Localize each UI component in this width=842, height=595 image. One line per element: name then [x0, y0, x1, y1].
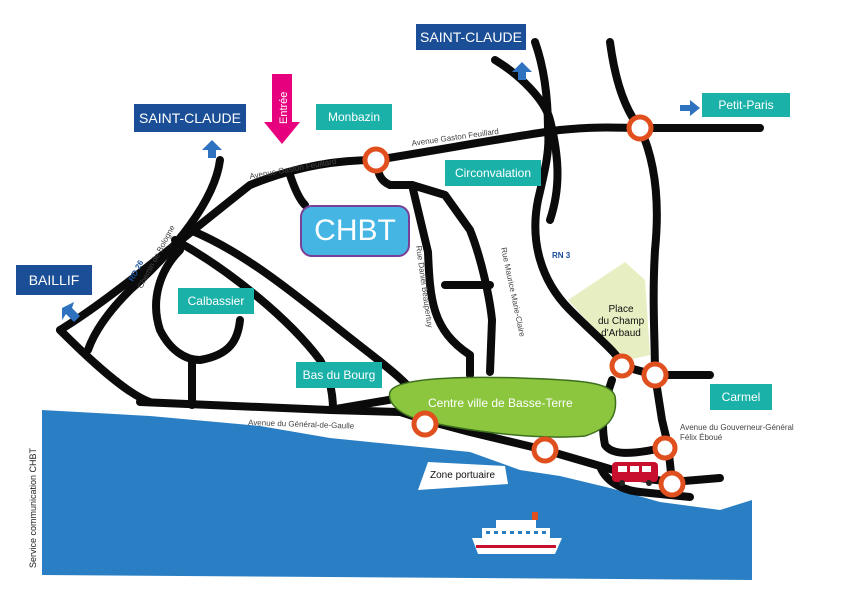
- street-general-de-gaulle: Avenue du Général-de-Gaulle: [248, 418, 355, 431]
- roundabout-carmel: [641, 361, 669, 389]
- place-champ-arbaud-label: Place du Champ d'Arbaud: [598, 304, 644, 340]
- place-line-3: d'Arbaud: [601, 328, 641, 339]
- label-carmel: Carmel: [710, 384, 772, 410]
- street-felix-eboue-1: Avenue du Gouverneur-Général: [680, 423, 794, 432]
- center-ville-label: Centre ville de Basse-Terre: [428, 396, 573, 410]
- roundabout-petit-paris: [626, 114, 654, 142]
- entry-arrow-icon: [264, 74, 300, 144]
- label-circonvalation: Circonvalation: [445, 160, 541, 186]
- bus-icon: [612, 462, 658, 486]
- sign-saint-claude-top: SAINT-CLAUDE: [416, 24, 526, 50]
- port-zone-label: Zone portuaire: [430, 470, 496, 481]
- credit-label: Service communication CHBT: [28, 447, 38, 568]
- place-champ-arbaud-area: [568, 262, 650, 362]
- sign-saint-claude-left: SAINT-CLAUDE: [134, 104, 246, 132]
- roundabout-centre-east: [531, 436, 559, 464]
- roundabout-place: [609, 353, 635, 379]
- ferry-icon: [472, 512, 562, 554]
- roundabout-port: [658, 470, 686, 498]
- street-rue-maurice: Rue Maurice Marie-Claire: [499, 247, 527, 339]
- street-rn3: RN 3: [552, 251, 571, 260]
- label-calbassier: Calbassier: [178, 288, 254, 314]
- port-zone: [418, 462, 508, 490]
- roundabout-eboue: [652, 435, 678, 461]
- sign-baillif: BAILLIF: [16, 265, 92, 295]
- sea: [42, 410, 752, 580]
- roundabouts: [362, 114, 686, 498]
- roundabout-centre-west: [411, 410, 439, 438]
- direction-arrow-icon: [62, 62, 700, 322]
- label-bas-du-bourg: Bas du Bourg: [296, 362, 382, 388]
- place-line-2: du Champ: [598, 316, 645, 327]
- entry-label: Entrée: [278, 91, 290, 124]
- place-line-1: Place: [608, 304, 634, 315]
- label-monbazin: Monbazin: [316, 104, 392, 130]
- street-felix-eboue-2: Félix Éboué: [680, 433, 723, 442]
- roundabout-monbazin: [362, 146, 390, 174]
- sign-petit-paris: Petit-Paris: [702, 93, 790, 117]
- chbt-hospital-label: CHBT: [300, 205, 410, 257]
